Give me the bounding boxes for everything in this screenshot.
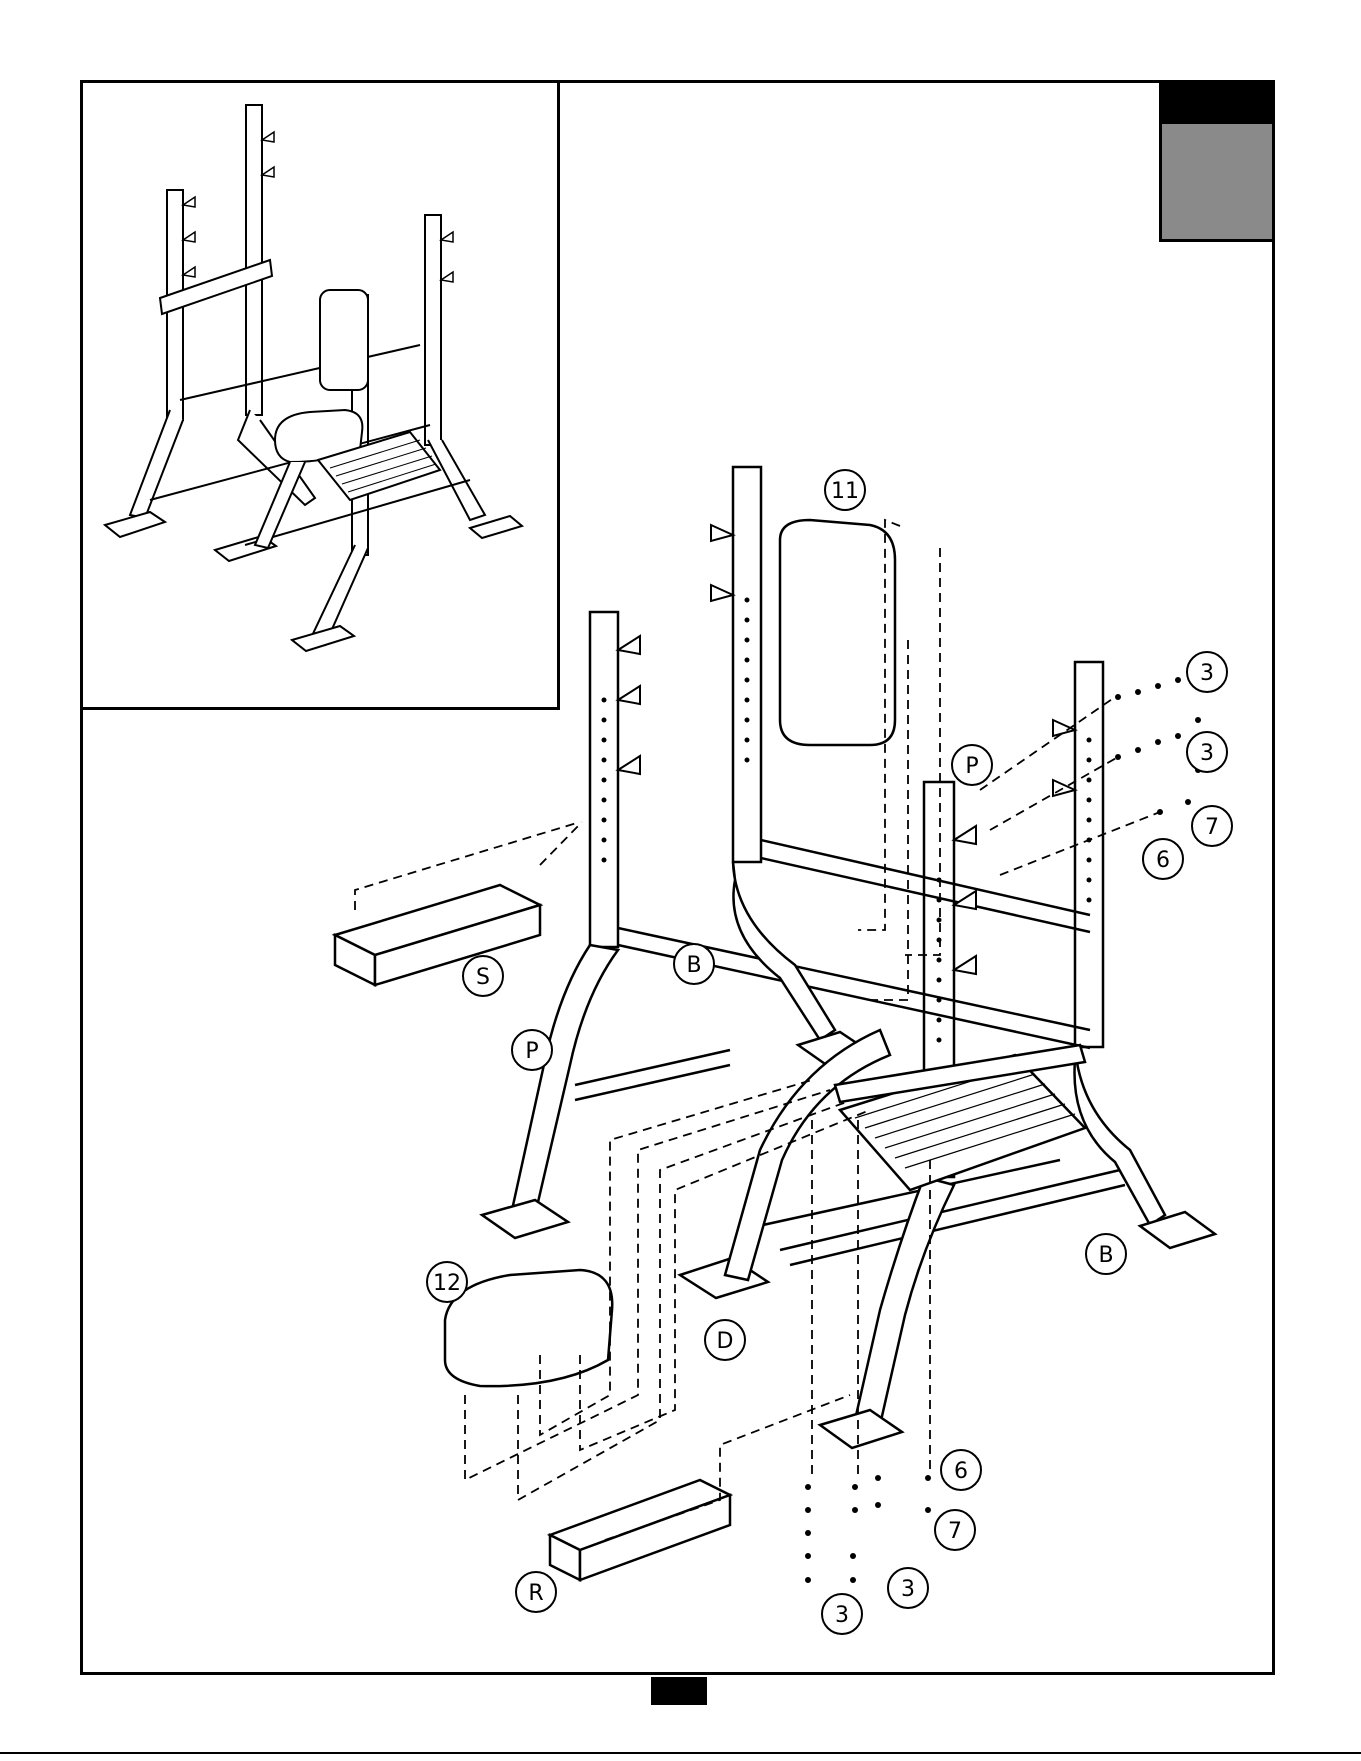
callout-c-6b: 6 [941, 1450, 981, 1490]
callout-c-3b: 3 [1187, 732, 1227, 772]
callout-label: S [476, 965, 490, 990]
callout-label: 7 [1205, 815, 1219, 840]
callout-label: 6 [1156, 848, 1170, 873]
callout-label: B [1098, 1243, 1113, 1268]
seat-pad [445, 1270, 612, 1386]
exploded-view [335, 467, 1215, 1583]
callout-c-p1: P [952, 745, 992, 785]
callout-label: 6 [954, 1459, 968, 1484]
callout-c-s: S [463, 956, 503, 996]
callout-c-7a: 7 [1192, 806, 1232, 846]
callout-label: 3 [1200, 661, 1214, 686]
callout-c-r: R [516, 1572, 556, 1612]
callout-c-3c: 3 [888, 1568, 928, 1608]
callout-label: R [528, 1581, 543, 1606]
callout-c-d: D [705, 1320, 745, 1360]
rear-left-upright [733, 467, 761, 862]
callout-c-b2: B [1086, 1234, 1126, 1274]
rear-right-upright [1075, 662, 1103, 1047]
callout-c-p2: P [512, 1030, 552, 1070]
callout-label: 11 [831, 479, 859, 504]
foot-plate [680, 1258, 768, 1298]
inset-assembled-bench [105, 105, 522, 651]
back-pad [780, 520, 895, 745]
callout-c-11: 11 [825, 470, 865, 510]
callout-label: 7 [948, 1519, 962, 1544]
callout-label: B [686, 953, 701, 978]
callout-c-6a: 6 [1143, 839, 1183, 879]
callout-label: 3 [835, 1603, 849, 1628]
callout-label: P [965, 754, 978, 779]
foot-plate [820, 1410, 902, 1448]
callout-c-3d: 3 [822, 1594, 862, 1634]
callout-label: P [525, 1039, 538, 1064]
callout-c-b1: B [674, 944, 714, 984]
callout-c-7b: 7 [935, 1510, 975, 1550]
callout-c-12: 12 [427, 1262, 467, 1302]
callout-c-3a: 3 [1187, 652, 1227, 692]
foot-plate [482, 1200, 568, 1238]
callout-label: 12 [433, 1271, 461, 1296]
callout-label: 3 [1200, 741, 1214, 766]
callout-label: 3 [901, 1577, 915, 1602]
callout-label: D [717, 1329, 734, 1354]
